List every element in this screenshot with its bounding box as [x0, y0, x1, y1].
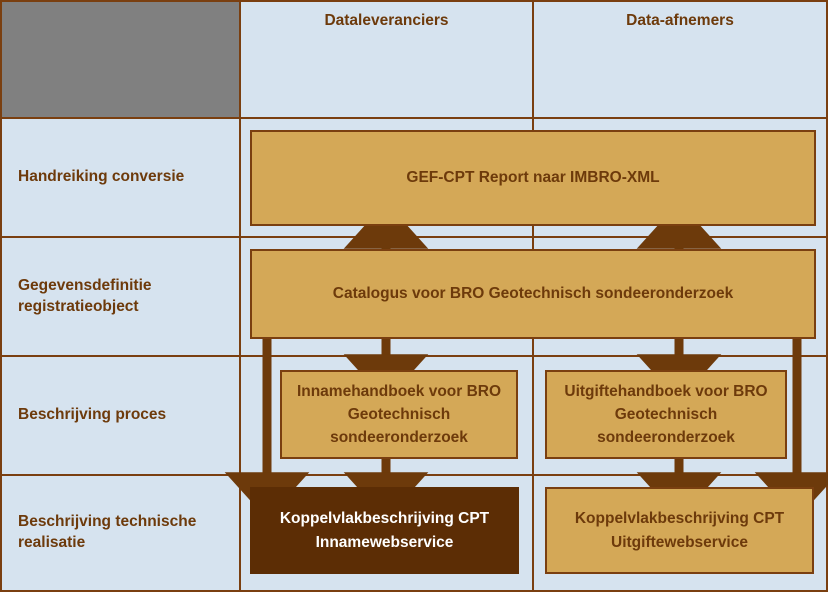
box-gef-cpt-report[interactable]: GEF-CPT Report naar IMBRO-XML	[250, 130, 816, 226]
box-label: Catalogus voor BRO Geotechnisch sondeero…	[332, 285, 734, 303]
row-label-text: Beschrijving proces	[18, 406, 167, 424]
box-innamehandboek[interactable]: Innamehandboek voor BRO Geotechnisch son…	[280, 370, 518, 459]
column-header-dataleveranciers: Dataleveranciers	[239, 0, 534, 119]
column-header-label: Data-afnemers	[626, 12, 734, 29]
box-koppelvlak-inname[interactable]: Koppelvlakbeschrijving CPT Innamewebserv…	[250, 487, 519, 574]
corner-block	[0, 0, 241, 119]
box-uitgiftehandboek[interactable]: Uitgiftehandboek voor BRO Geotechnisch s…	[545, 370, 787, 459]
row-label-text: Gegevensdefinitie registratieobject	[18, 276, 152, 315]
row-label-gegevensdefinitie: Gegevensdefinitie registratieobject	[0, 236, 241, 357]
box-label: Koppelvlakbeschrijving CPT Uitgiftewebse…	[574, 510, 785, 551]
row-label-text: Beschrijving technische realisatie	[18, 513, 197, 551]
box-catalogus-bro[interactable]: Catalogus voor BRO Geotechnisch sondeero…	[250, 249, 816, 339]
row-label-technische-realisatie: Beschrijving technische realisatie	[0, 474, 241, 592]
row-label-text: Handreiking conversie	[18, 168, 185, 186]
column-header-data-afnemers: Data-afnemers	[532, 0, 828, 119]
box-label: Uitgiftehandboek voor BRO Geotechnisch s…	[564, 382, 768, 447]
column-header-label: Dataleveranciers	[324, 12, 449, 29]
box-label: Innamehandboek voor BRO Geotechnisch son…	[296, 382, 502, 447]
box-koppelvlak-uitgifte[interactable]: Koppelvlakbeschrijving CPT Uitgiftewebse…	[545, 487, 814, 574]
box-label: Koppelvlakbeschrijving CPT Innamewebserv…	[279, 510, 490, 551]
box-label: GEF-CPT Report naar IMBRO-XML	[406, 169, 660, 187]
row-label-beschrijving-proces: Beschrijving proces	[0, 355, 241, 476]
